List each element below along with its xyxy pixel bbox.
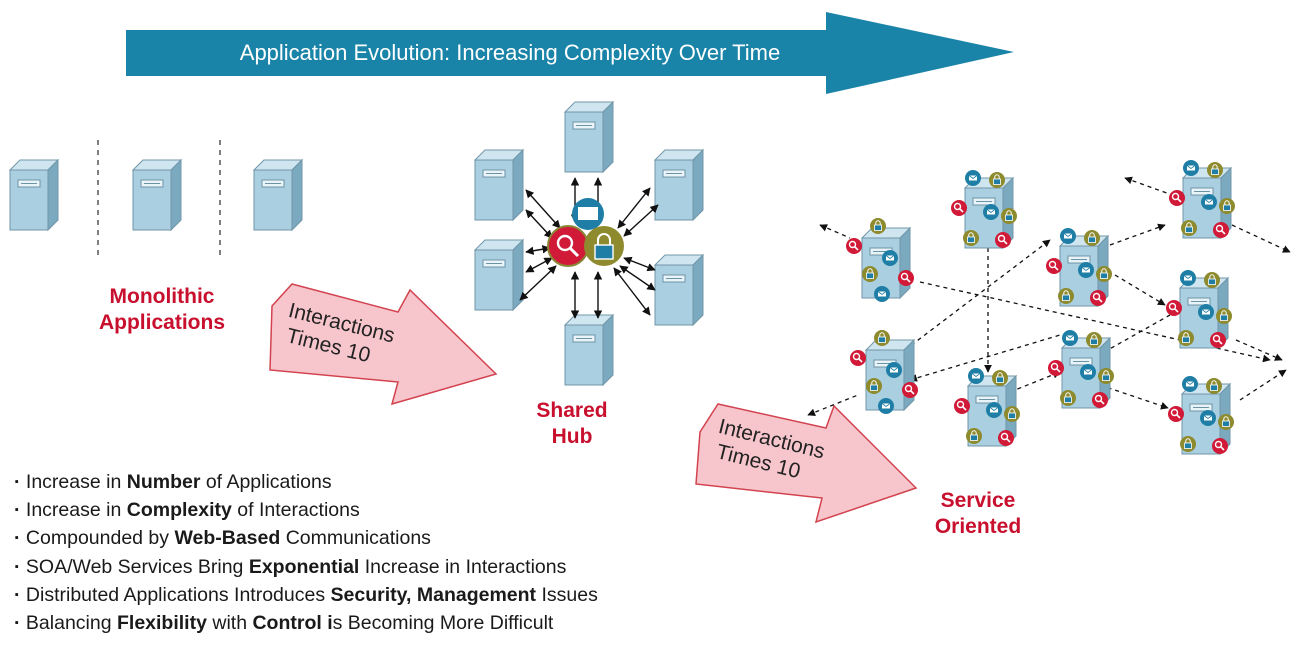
bullet-emphasis: Complexity [126, 499, 232, 522]
monolithic-label: Monolithic Applications [82, 284, 242, 336]
bullet-text: SOA/Web Services Bring [25, 555, 249, 578]
shared-hub-label: Shared Hub [522, 398, 622, 450]
bullet-marker: · [14, 527, 26, 550]
bullet-emphasis: Security, Management [330, 583, 537, 606]
bullet-marker: · [14, 612, 26, 635]
service-node [1168, 376, 1234, 454]
bullet-text: Issues [536, 583, 598, 606]
bullet-text: Balancing [25, 612, 117, 635]
banner-title: Application Evolution: Increasing Comple… [239, 40, 781, 65]
service-oriented-label-line1: Service [940, 489, 1016, 512]
evolution-banner-arrow [126, 12, 1014, 94]
bullet-text: with [206, 612, 253, 635]
bullet-marker: · [14, 471, 26, 493]
bullet-item: · Increase in Complexity of Interactions [14, 496, 598, 524]
monolithic-label-line2: Applications [98, 311, 225, 334]
server-icon [564, 101, 614, 173]
server-icon [9, 159, 59, 231]
service-node [1169, 160, 1235, 238]
bullet-emphasis: Flexibility [117, 612, 207, 635]
bullet-text: s Becoming More Difficult [332, 612, 554, 635]
server-icon [474, 239, 524, 311]
bullet-text: Increase in Interactions [359, 555, 567, 578]
service-node [850, 330, 918, 414]
service-network [807, 160, 1291, 454]
service-oriented-label: Service Oriented [918, 488, 1038, 540]
bullet-emphasis: Number [126, 471, 201, 493]
monolithic-label-line1: Monolithic [109, 285, 215, 308]
bullet-item: · Compounded by Web-Based Communications [14, 524, 598, 552]
bullet-text: Increase in [25, 499, 127, 522]
monolithic-servers [9, 140, 303, 255]
service-node [954, 368, 1020, 446]
bullet-item: · Distributed Applications Introduces Se… [14, 581, 598, 609]
bullet-item: · SOA/Web Services Bring Exponential Inc… [14, 553, 598, 581]
service-node [951, 170, 1017, 248]
bullet-text: Compounded by [25, 527, 175, 550]
server-icon [654, 149, 704, 221]
bullet-emphasis: Web-Based [174, 527, 281, 550]
bullet-item: · Balancing Flexibility with Control is … [14, 609, 598, 637]
bullet-item: · Increase in Number of Applications [14, 468, 598, 496]
bullet-text: Increase in [25, 471, 127, 493]
bullet-emphasis: Control i [252, 612, 333, 635]
server-icon [654, 254, 704, 326]
bullet-marker: · [14, 499, 26, 522]
service-oriented-label-line2: Oriented [934, 515, 1022, 538]
server-icon [474, 149, 524, 221]
bullet-emphasis: Exponential [248, 555, 360, 578]
shared-hub-label-line1: Shared [536, 399, 608, 422]
bullet-text: of Interactions [231, 499, 360, 522]
bullet-list: · Increase in Number of Applications· In… [14, 468, 598, 637]
shared-hub [474, 101, 704, 386]
bullet-marker: · [14, 555, 26, 578]
service-node [1048, 330, 1114, 408]
service-node [1046, 228, 1112, 306]
bullet-text: Distributed Applications Introduces [25, 583, 331, 606]
service-node [1166, 270, 1232, 348]
service-node [846, 218, 914, 302]
bullet-text: of Applications [200, 471, 332, 493]
transition-arrow-1 [269, 283, 498, 406]
bullet-marker: · [14, 583, 26, 606]
magnifier-icon [547, 225, 589, 267]
server-icon [564, 314, 614, 386]
bullet-text: Communications [280, 527, 431, 550]
transition-arrow-2 [695, 403, 918, 524]
shared-hub-label-line2: Hub [551, 425, 593, 448]
server-icon [132, 159, 182, 231]
server-icon [253, 159, 303, 231]
